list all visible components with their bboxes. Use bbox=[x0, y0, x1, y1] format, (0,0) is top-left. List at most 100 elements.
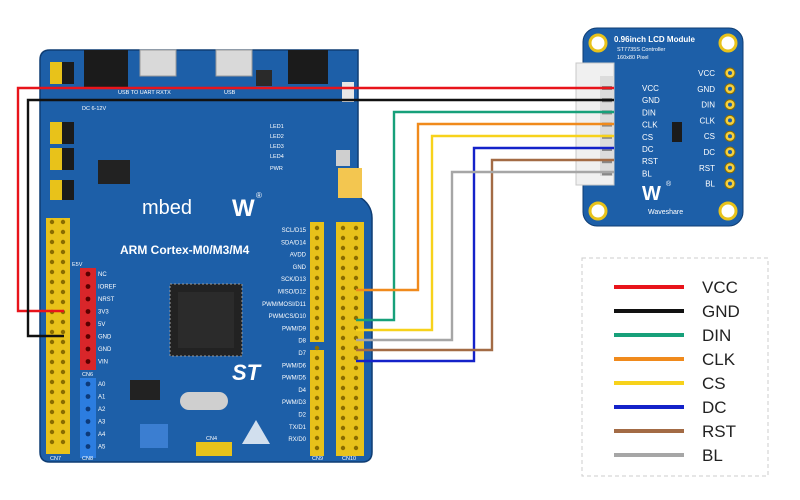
right-pin-label: D8 bbox=[298, 339, 306, 345]
svg-text:W: W bbox=[642, 183, 661, 205]
lcd-title: 0.96inch LCD Module bbox=[614, 35, 695, 44]
usb-port bbox=[215, 49, 253, 77]
legend-frame bbox=[581, 257, 769, 477]
lcd-module: 0.96inch LCD Module ST7735S Controller 1… bbox=[575, 27, 744, 227]
lcd-pad-hole bbox=[728, 102, 732, 107]
right-pin-label: D2 bbox=[298, 413, 306, 419]
header-pin bbox=[314, 225, 320, 231]
waveshare-logo-icon: W ® bbox=[232, 191, 262, 222]
switch-block bbox=[338, 168, 362, 198]
wire-rst bbox=[356, 158, 614, 352]
header-pin bbox=[340, 265, 346, 271]
header-pin bbox=[353, 385, 359, 391]
lcd-pad-hole bbox=[728, 86, 732, 91]
lcd-pin-label-left: VCC bbox=[642, 84, 659, 93]
board-brand: mbed bbox=[142, 197, 192, 219]
header-pin bbox=[340, 225, 346, 231]
lcd-pin-label-left: CS bbox=[642, 133, 653, 142]
header-pin bbox=[314, 355, 320, 361]
power-pin-label: GND bbox=[98, 347, 112, 353]
lcd-pixels: 160x80 Pixel bbox=[617, 55, 649, 61]
header-pin bbox=[353, 225, 359, 231]
power-header-pins bbox=[85, 271, 91, 364]
right-pin-label: PWM/D3 bbox=[282, 400, 307, 406]
lcd-pin-label-right: RST bbox=[699, 164, 715, 173]
analog-header-pins bbox=[85, 381, 91, 449]
header-pin bbox=[340, 345, 346, 351]
header-pin bbox=[49, 419, 55, 425]
analog-pin bbox=[85, 381, 91, 387]
cn4-label: CN4 bbox=[206, 436, 217, 442]
header-pin bbox=[340, 375, 346, 381]
analog-pin-label: A2 bbox=[98, 407, 106, 413]
header-pin bbox=[60, 239, 66, 245]
header-pin bbox=[49, 369, 55, 375]
header-pin bbox=[60, 269, 66, 275]
right-pin-label: PWM/D5 bbox=[282, 376, 307, 382]
header-pin bbox=[60, 339, 66, 345]
header-pin bbox=[314, 325, 320, 331]
right-pin-label: SCL/D15 bbox=[282, 228, 307, 234]
mount-hole-bl bbox=[588, 201, 608, 221]
header-pin bbox=[353, 405, 359, 411]
svg-text:LED3: LED3 bbox=[270, 144, 284, 150]
wire-vcc bbox=[16, 86, 614, 313]
power-pin bbox=[85, 284, 91, 289]
right-header-labels: SCL/D15SDA/D14AVDDGNDSCK/D13MISO/D12PWM/… bbox=[262, 228, 307, 443]
header-pin bbox=[340, 395, 346, 401]
cn6-label: CN6 bbox=[82, 372, 93, 378]
power-pin bbox=[85, 309, 91, 314]
wire-clk bbox=[356, 122, 614, 292]
power-pin bbox=[85, 334, 91, 339]
cn9-header bbox=[310, 350, 324, 456]
right-pin-label: PWM/D6 bbox=[282, 363, 307, 369]
svg-text:LED1: LED1 bbox=[270, 124, 284, 130]
header-pin bbox=[60, 399, 66, 405]
analog-pin-label: A0 bbox=[98, 382, 106, 388]
power-pin-label: 5V bbox=[98, 322, 105, 328]
header-pin bbox=[340, 355, 346, 361]
header-pin bbox=[314, 375, 320, 381]
led-label-group: LED1 LED2 LED3 LED4 PWR bbox=[270, 124, 284, 172]
header-pin bbox=[49, 239, 55, 245]
header-pin bbox=[340, 285, 346, 291]
header-pin bbox=[49, 349, 55, 355]
header-pin bbox=[314, 295, 320, 301]
header-pin bbox=[353, 425, 359, 431]
header-pin bbox=[353, 375, 359, 381]
header-pin bbox=[49, 359, 55, 365]
header-pin bbox=[353, 275, 359, 281]
svg-text:ST: ST bbox=[232, 360, 262, 385]
header-pin bbox=[353, 355, 359, 361]
header-pin bbox=[60, 229, 66, 235]
header-pin bbox=[353, 295, 359, 301]
lcd-pin-label-left: RST bbox=[642, 157, 658, 166]
header-pin bbox=[353, 445, 359, 451]
crystal bbox=[180, 392, 228, 410]
mount-hole-tr bbox=[718, 33, 738, 53]
lcd-pin-label-right: CLK bbox=[699, 116, 715, 125]
header-pin bbox=[49, 429, 55, 435]
header-pin bbox=[60, 349, 66, 355]
analog-pin bbox=[85, 419, 91, 424]
header-pin bbox=[340, 415, 346, 421]
header-pin bbox=[49, 229, 55, 235]
header-pin bbox=[49, 389, 55, 395]
lcd-pin-label-right: DC bbox=[703, 148, 715, 157]
header-pin bbox=[340, 445, 346, 451]
header-pin bbox=[60, 439, 66, 445]
power-header bbox=[80, 268, 96, 370]
board-pcb bbox=[39, 49, 373, 463]
header-pin bbox=[60, 419, 66, 425]
board-series: ARM Cortex-M0/M3/M4 bbox=[120, 243, 250, 257]
legend-label-clk: CLK bbox=[702, 350, 736, 369]
header-pin bbox=[60, 329, 66, 335]
left-header-pins bbox=[49, 219, 66, 445]
wire-cs bbox=[356, 134, 614, 332]
svg-text:LED4: LED4 bbox=[270, 154, 284, 160]
header-pin bbox=[353, 435, 359, 441]
right-header-pins bbox=[314, 225, 359, 451]
mount-hole-tl bbox=[588, 33, 608, 53]
